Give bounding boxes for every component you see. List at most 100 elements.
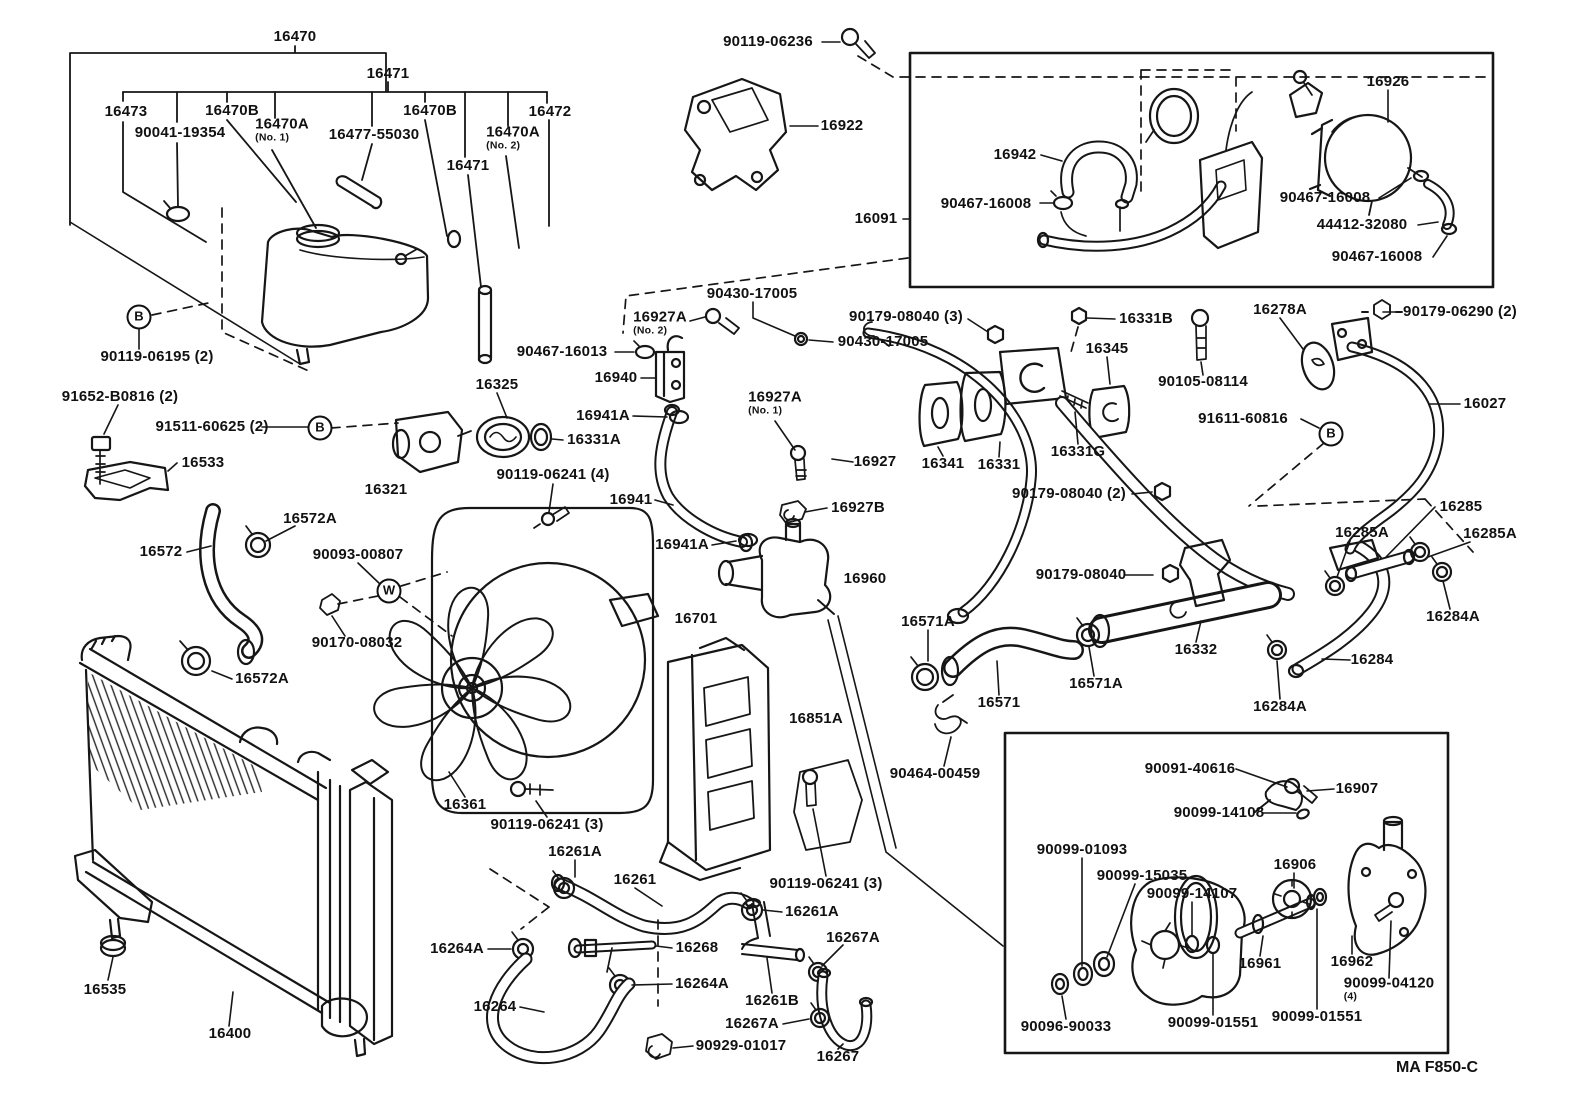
leader-lines [103, 41, 1471, 1050]
reservoir-tank-drawing [69, 175, 493, 366]
part-label-qualifier: (4) [1343, 990, 1358, 1003]
fan-shroud-drawing [373, 506, 660, 815]
part-label-90430-17005: 90430-17005 [706, 285, 798, 303]
part-label-16284: 16284 [1350, 651, 1394, 669]
part-label-16470A: 16470A(No. 2) [486, 123, 540, 152]
detail-box-16091 [908, 51, 1495, 289]
part-label-16331G: 16331G [1050, 443, 1106, 461]
bracket-16922-drawing [683, 27, 876, 192]
part-label-16477-55030: 16477-55030 [328, 126, 420, 144]
part-label-90119-06236: 90119-06236 [723, 33, 813, 51]
part-label-16267: 16267 [816, 1048, 860, 1066]
part-label-16941A: 16941A [655, 536, 709, 554]
right-pipes-drawing [910, 299, 1453, 735]
part-label-90096-90033: 90096-90033 [1020, 1018, 1112, 1036]
circled-letter-marker-B: B [1318, 421, 1344, 447]
part-label-90467-16013: 90467-16013 [516, 343, 608, 361]
part-label-90119-06241-(3): 90119-06241 (3) [769, 875, 883, 893]
part-label-16572A: 16572A [283, 510, 337, 528]
part-label-16264: 16264 [473, 998, 517, 1016]
part-label-16572A: 16572A [235, 670, 289, 688]
part-label-16261A: 16261A [548, 843, 602, 861]
part-label-16325: 16325 [475, 376, 519, 394]
part-label-16472: 16472 [528, 103, 572, 121]
part-label-16941A: 16941A [576, 407, 630, 425]
part-label-16331A: 16331A [567, 431, 621, 449]
part-label-90467-16008: 90467-16008 [940, 195, 1032, 213]
part-label-16571: 16571 [977, 694, 1021, 712]
part-label-qualifier: (No. 2) [486, 139, 521, 152]
part-label-90105-08114: 90105-08114 [1158, 373, 1248, 391]
thermostat-group-drawing [83, 307, 809, 529]
dashed-lines [151, 55, 1488, 1007]
part-label-16906: 16906 [1273, 856, 1317, 874]
part-label-16471: 16471 [446, 157, 490, 175]
part-label-16267A: 16267A [725, 1015, 779, 1033]
part-label-16571A: 16571A [901, 613, 955, 631]
part-label-16960: 16960 [843, 570, 887, 588]
part-label-16940: 16940 [594, 369, 638, 387]
part-label-16535: 16535 [83, 981, 127, 999]
part-label-90099-01551: 90099-01551 [1167, 1014, 1259, 1032]
radiator-drawing [73, 634, 394, 1058]
part-label-91611-60816: 91611-60816 [1198, 410, 1288, 428]
circled-letter-marker-W: W [376, 578, 402, 604]
part-label-16941: 16941 [609, 491, 653, 509]
part-label-90929-01017: 90929-01017 [695, 1037, 787, 1055]
part-label-90179-08040: 90179-08040 [1035, 566, 1127, 584]
part-label-16341: 16341 [921, 455, 965, 473]
callout-bracket-tree [69, 45, 550, 288]
part-label-90467-16008: 90467-16008 [1331, 248, 1423, 266]
part-label-qualifier: (No. 2) [633, 324, 668, 337]
part-label-90464-00459: 90464-00459 [889, 765, 981, 783]
part-label-16927A: 16927A(No. 2) [633, 308, 687, 337]
part-label-16961: 16961 [1238, 955, 1282, 973]
part-label-16345: 16345 [1085, 340, 1129, 358]
part-label-16361: 16361 [443, 796, 487, 814]
part-label-16907: 16907 [1335, 780, 1379, 798]
part-label-16926: 16926 [1366, 73, 1410, 91]
part-label-qualifier: (No. 1) [255, 131, 290, 144]
part-label-90099-01093: 90099-01093 [1036, 841, 1128, 859]
part-label-16284A: 16284A [1426, 608, 1480, 626]
part-label-16261A: 16261A [785, 903, 839, 921]
part-label-90179-06290-(2): 90179-06290 (2) [1403, 303, 1517, 321]
part-label-16470B: 16470B [403, 102, 457, 120]
part-label-16470B: 16470B [205, 102, 259, 120]
part-label-16962: 16962 [1330, 953, 1374, 971]
part-label-16321: 16321 [364, 481, 408, 499]
part-label-16261: 16261 [613, 871, 657, 889]
part-label-91652-B0816-(2): 91652-B0816 (2) [61, 388, 179, 406]
part-label-90179-08040-(2): 90179-08040 (2) [1012, 485, 1126, 503]
part-label-16470: 16470 [273, 28, 317, 46]
part-label-16264A: 16264A [675, 975, 729, 993]
circled-letter-marker-B: B [307, 415, 333, 441]
part-label-16268: 16268 [675, 939, 719, 957]
part-label-16851A: 16851A [789, 710, 843, 728]
manifold-group-drawing [918, 306, 1210, 448]
bottom-hoses-drawing [492, 870, 874, 1059]
part-label-90041-19354: 90041-19354 [134, 124, 226, 142]
part-label-16533: 16533 [181, 454, 225, 472]
part-label-90099-14108: 90099-14108 [1173, 804, 1265, 822]
part-label-16264A: 16264A [430, 940, 484, 958]
part-label-16285: 16285 [1439, 498, 1483, 516]
part-label-16284A: 16284A [1253, 698, 1307, 716]
part-label-90170-08032: 90170-08032 [311, 634, 403, 652]
part-label-44412-32080: 44412-32080 [1316, 216, 1408, 234]
part-label-16701: 16701 [674, 610, 718, 628]
part-label-16027: 16027 [1463, 395, 1507, 413]
circled-letter-marker-B: B [126, 304, 152, 330]
part-label-90099-04120: 90099-04120(4) [1343, 974, 1435, 1003]
mid-hoses-drawing [179, 321, 1032, 677]
part-label-16473: 16473 [104, 103, 148, 121]
part-label-90119-06241-(4): 90119-06241 (4) [496, 466, 610, 484]
part-label-16927: 16927 [853, 453, 897, 471]
part-label-16400: 16400 [208, 1025, 252, 1043]
part-label-90467-16008: 90467-16008 [1279, 189, 1371, 207]
part-label-16572: 16572 [139, 543, 183, 561]
panel-16851a-drawing [658, 636, 863, 882]
part-label-90179-08040-(3): 90179-08040 (3) [849, 308, 963, 326]
part-label-90119-06241-(3): 90119-06241 (3) [490, 816, 604, 834]
